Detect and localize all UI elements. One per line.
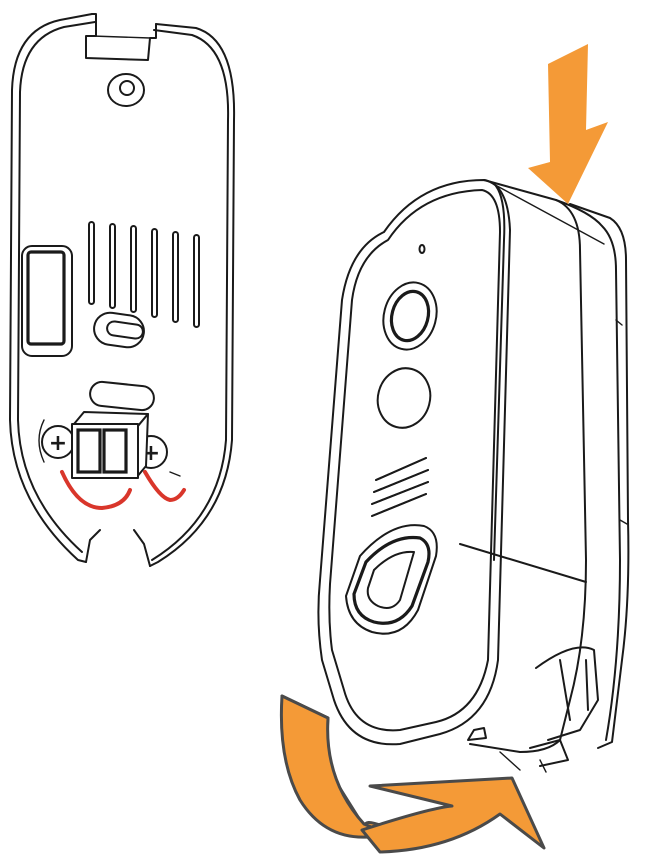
red-wire-right	[143, 470, 186, 503]
call-button	[345, 524, 438, 635]
red-wire-left	[60, 470, 132, 511]
push-down-arrow	[528, 44, 608, 204]
indicator-pinhole	[418, 244, 426, 254]
camera-lens	[382, 281, 438, 351]
vent-slots	[88, 221, 200, 328]
rotate-arrow	[279, 694, 546, 854]
speaker-grille	[371, 457, 429, 517]
mounting-bracket: + +	[9, 13, 236, 567]
terminal-screw-left: +	[41, 425, 75, 459]
pir-sensor	[376, 367, 432, 429]
doorbell-unit	[317, 179, 630, 773]
plus-symbol: +	[49, 431, 67, 456]
terminal-block	[71, 411, 149, 479]
